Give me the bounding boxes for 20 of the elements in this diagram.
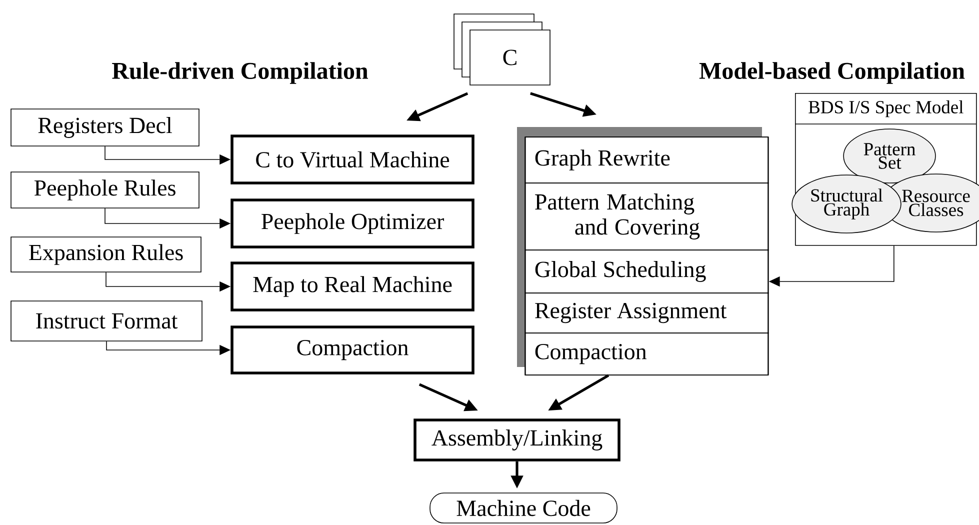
process-box: Peephole Optimizer	[230, 198, 474, 248]
process-box: Compaction	[230, 326, 474, 374]
section-title: Rule-driven Compilation	[112, 62, 368, 84]
terminal-box: Machine Code	[430, 492, 618, 524]
process-box: C to Virtual Machine	[230, 134, 474, 184]
stage-row: Graph Rewrite	[525, 136, 769, 184]
process-box: Map to Real Machine	[230, 262, 474, 312]
stage-row: Global Scheduling	[525, 250, 769, 294]
stage-row: Pattern Matching and Covering	[525, 182, 769, 250]
node-label: Resource Classes	[902, 190, 970, 216]
stage-row: Compaction	[525, 332, 769, 376]
input-box: Expansion Rules	[10, 236, 202, 272]
input-box: Registers Decl	[10, 108, 200, 146]
stage-stack-box	[517, 127, 768, 376]
input-box: Instruct Format	[10, 300, 202, 342]
stage-row: Register Assignment	[525, 292, 769, 334]
input-box: Peephole Rules	[10, 172, 200, 208]
process-box: Assembly/Linking	[414, 418, 620, 462]
document-stack: C	[454, 14, 550, 86]
section-title: Model-based Compilation	[699, 62, 965, 84]
